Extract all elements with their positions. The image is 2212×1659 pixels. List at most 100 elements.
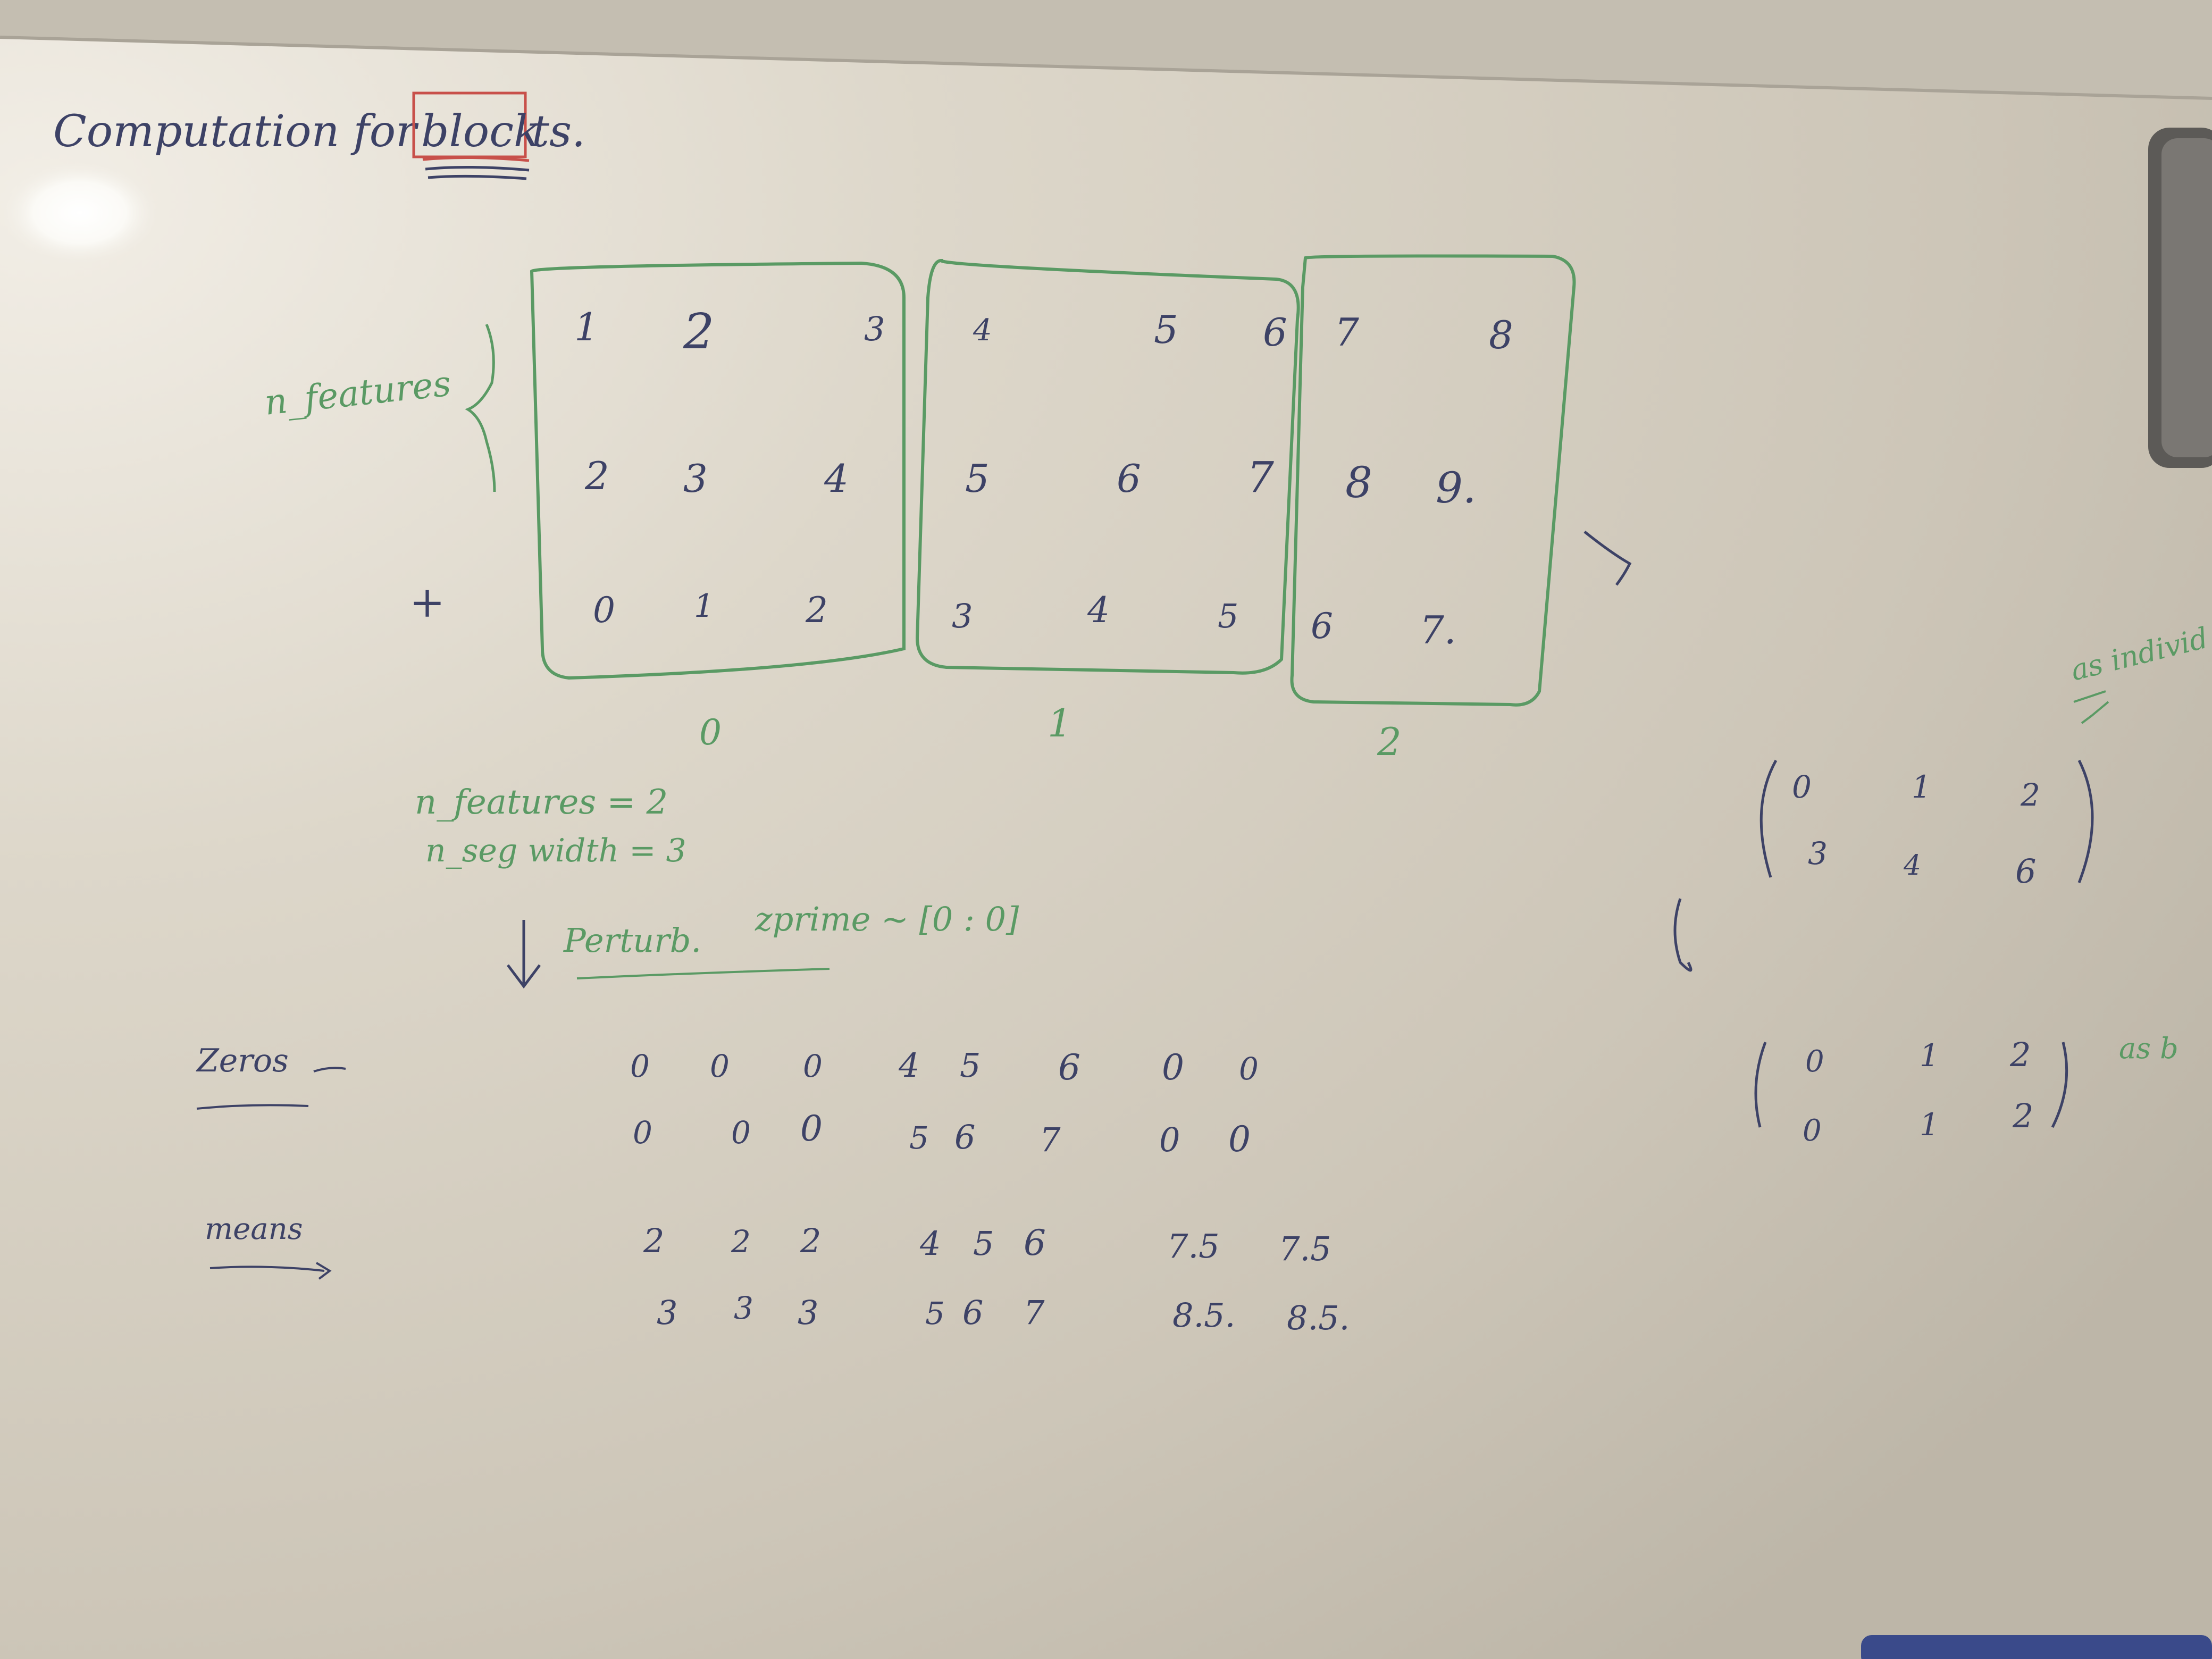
param-n-seg: n_seg width = 3 [425,832,686,869]
zeros-cell: 0 [1239,1051,1259,1087]
light-reflection [3,162,157,263]
zeros-cell: 5 [909,1120,929,1156]
block-1-cell: 3 [952,597,973,635]
matrix-bottom-cell: 0 [1803,1113,1822,1148]
block-1-cell: 4 [1087,590,1110,631]
means-cell: 6 [1024,1222,1046,1263]
title-highlight: block [421,106,540,157]
block-2-cell: 8 [1489,313,1513,357]
check-icon [2073,690,2109,724]
matrix-bottom-right-paren [2051,1042,2068,1128]
means-cell: 8.5. [1172,1296,1235,1335]
block-1-cell: 7 [1247,453,1274,502]
block-2-cell: 9. [1436,463,1476,513]
block-1-cell: 5 [1218,597,1238,635]
block-2-cell: 7. [1420,608,1456,652]
means-cell: 5 [925,1295,945,1331]
matrix-top-cell: 1 [1912,769,1931,805]
title-underline-2 [428,174,527,180]
means-label: means [205,1212,303,1246]
board-frame-edge [0,36,2212,100]
title-underline-red [422,156,530,162]
means-cell: 7 [1024,1293,1045,1332]
zeros-underline [196,1104,309,1110]
zeros-label: Zeros [196,1042,289,1079]
zeros-arrow-icon [313,1067,346,1073]
block-2-outline [1290,254,1576,707]
plus-sign: + [409,577,445,627]
zeros-cell: 0 [710,1048,730,1084]
zprime-label: zprime ~ [0 : 0] [755,900,1019,939]
zeros-cell: 0 [630,1048,650,1084]
zeros-cell: 4 [898,1046,919,1085]
zeros-cell: 5 [960,1046,981,1085]
zeros-cell: 0 [633,1115,652,1151]
means-cell: 7.5 [1167,1227,1220,1266]
right-arrow-icon [1583,531,1632,586]
zeros-cell: 0 [1228,1119,1251,1160]
means-cell: 7.5 [1279,1229,1331,1268]
title-prefix: Computation for [53,106,419,157]
block-0-label: 0 [699,712,722,753]
zeros-cell: 0 [1162,1047,1184,1088]
matrix-top-cell: 3 [1808,835,1828,872]
matrix-top-left-paren [1759,759,1778,878]
block-2-cell: 6 [1311,606,1333,647]
block-0-cell: 0 [593,590,615,631]
block-1-cell: 6 [1117,456,1141,501]
means-cell: 2 [643,1221,664,1260]
block-2-label: 2 [1377,719,1402,764]
as-b-label: as b [2119,1032,2179,1065]
means-cell: 2 [731,1224,751,1260]
title-underline-1 [425,165,530,172]
block-1-outline [915,258,1300,675]
block-0-cell: 2 [584,454,609,498]
param-n-features: n_features = 2 [415,783,668,822]
matrix-top-cell: 4 [1903,850,1921,882]
matrix-bottom-cell: 1 [1920,1107,1939,1143]
means-cell: 6 [962,1293,983,1332]
block-2-cell: 7 [1335,310,1359,355]
means-cell: 5 [973,1224,994,1263]
block-0-cell: 3 [864,309,885,348]
block-0: 1 2 3 2 3 4 0 1 2 0 [530,261,906,753]
matrix-top-right-paren [2077,759,2094,883]
zeros-cell: 0 [731,1115,751,1151]
means-cell: 3 [798,1293,818,1332]
block-1: 4 5 6 5 6 7 3 4 5 1 [915,258,1300,745]
down-arrow-icon [507,920,541,989]
block-1-cell: 4 [973,313,992,348]
zeros-cell: 7 [1040,1120,1061,1159]
block-0-cell: 3 [683,456,708,501]
zeros-cell: 0 [1159,1120,1180,1159]
means-cell: 8.5. [1287,1298,1350,1337]
zeros-cell: 6 [1058,1047,1080,1088]
means-cell: 2 [800,1221,821,1260]
title-group: Computation for block ts. [53,91,585,180]
matrix-bottom-cell: 2 [2009,1035,2031,1074]
marker-tray-inner [2161,138,2212,457]
curved-down-arrow-icon [1673,898,1692,972]
block-0-cell: 2 [683,303,715,360]
matrix-bottom-cell: 1 [1920,1037,1939,1074]
means-section: means 2 2 2 4 5 6 7.5 7.5 3 3 3 5 6 7 8.… [205,1212,1350,1337]
curly-brace [465,324,496,492]
matrix-top-cell: 0 [1792,769,1812,805]
matrix-top-cell: 2 [2020,777,2040,813]
block-1-cell: 5 [1154,307,1178,352]
block-1-label: 1 [1048,701,1072,745]
block-0-cell: 4 [824,456,849,501]
perturb-label: Perturb. [563,921,701,960]
matrix-bottom-cell: 0 [1805,1044,1824,1079]
block-2: 7 8 8 9. 6 7. 2 [1290,254,1576,764]
matrix-bottom-left-paren [1754,1042,1767,1128]
title-suffix: ts. [532,106,585,157]
zeros-cell: 0 [803,1048,823,1084]
zeros-cell: 6 [954,1118,975,1157]
perturb-underline [576,968,830,979]
means-cell: 3 [734,1290,753,1326]
means-cell: 4 [919,1224,941,1263]
matrix-top-cell: 6 [2015,852,2036,891]
